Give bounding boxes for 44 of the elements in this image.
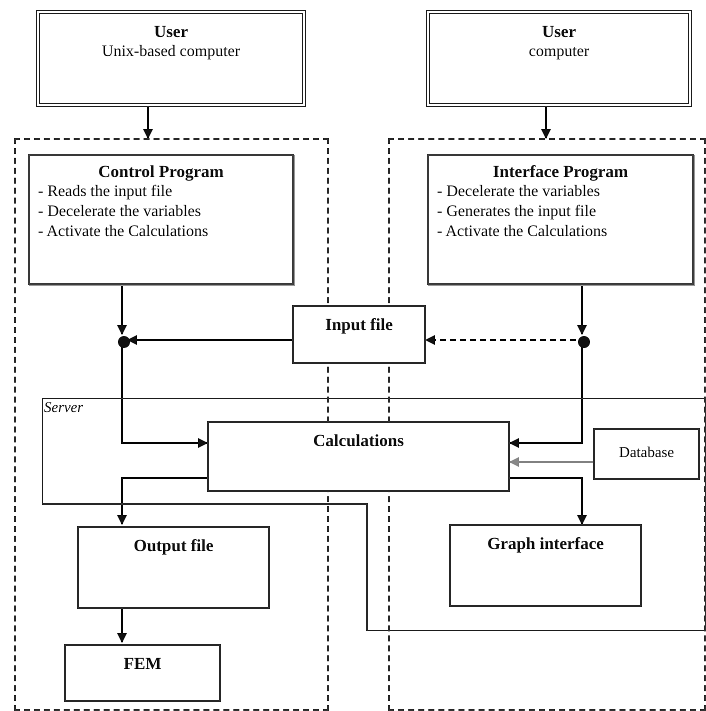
box-heading: Input file (324, 315, 394, 335)
box-heading: Database (618, 444, 675, 463)
box-text: - Decelerate the variables (38, 202, 202, 222)
arrow (117, 283, 127, 335)
box-heading: Control Program (97, 162, 225, 182)
arrow (425, 335, 576, 345)
box-heading: User (541, 22, 577, 42)
process-box (207, 421, 510, 492)
user-box (36, 10, 306, 107)
arrow (127, 335, 292, 345)
junction-dot (118, 336, 130, 348)
arrow (577, 283, 587, 335)
arrow (117, 477, 207, 525)
box-heading: FEM (122, 654, 162, 674)
box-heading: Graph interface (486, 534, 605, 554)
file-box (292, 305, 426, 364)
box-text: - Generates the input file (437, 202, 598, 222)
box-heading: Calculations (312, 431, 405, 451)
box-text: - Reads the input file (38, 182, 174, 202)
file-box (77, 526, 270, 609)
box-heading: Output file (132, 536, 214, 556)
process-box (28, 154, 294, 285)
box-text: - Decelerate the variables (437, 182, 602, 202)
box-text: - Activate the Calculations (38, 222, 210, 242)
server-region (42, 398, 706, 631)
arrow (510, 477, 587, 525)
arrow (541, 107, 551, 139)
arrow (121, 346, 208, 448)
process-box (64, 644, 221, 702)
arrow (143, 107, 153, 139)
box-heading: Interface Program (492, 162, 630, 182)
process-box (427, 154, 694, 285)
box-heading: User (153, 22, 189, 42)
box-text: Unix-based computer (100, 42, 242, 62)
junction-dot (578, 336, 590, 348)
process-box (449, 524, 642, 607)
arrow (509, 346, 583, 448)
arrow (117, 607, 127, 643)
box-text: computer (528, 42, 590, 62)
arrow (509, 457, 593, 467)
region-label: Server (44, 400, 84, 417)
database-box (593, 428, 700, 480)
user-box (426, 10, 692, 107)
box-text: - Activate the Calculations (437, 222, 608, 242)
